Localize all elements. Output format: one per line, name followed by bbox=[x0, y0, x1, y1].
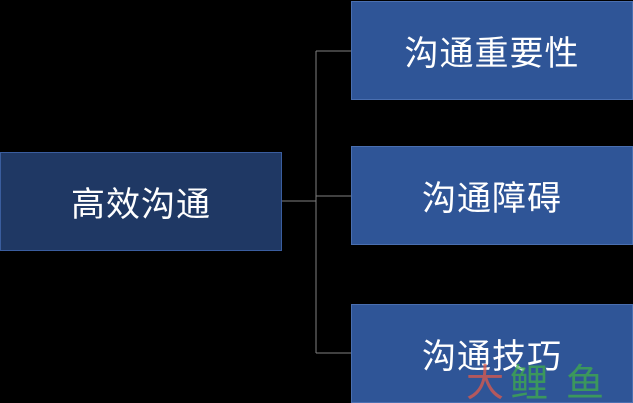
root-node-label: 高效沟通 bbox=[71, 185, 211, 225]
child-node-label: 沟通技巧 bbox=[422, 337, 562, 377]
svg-text:大: 大 bbox=[466, 361, 504, 402]
child-node-label: 沟通障碍 bbox=[422, 179, 562, 219]
child-node-importance: 沟通重要性 bbox=[351, 1, 633, 100]
child-node-skills: 沟通技巧 bbox=[351, 304, 633, 403]
child-node-label: 沟通重要性 bbox=[404, 34, 580, 74]
child-node-barriers: 沟通障碍 bbox=[351, 146, 633, 245]
svg-text:鲤: 鲤 bbox=[510, 361, 548, 402]
watermark-logo: 大 鲤 鱼 bbox=[466, 361, 604, 402]
root-node: 高效沟通 bbox=[0, 152, 282, 251]
svg-text:鱼: 鱼 bbox=[566, 361, 604, 402]
